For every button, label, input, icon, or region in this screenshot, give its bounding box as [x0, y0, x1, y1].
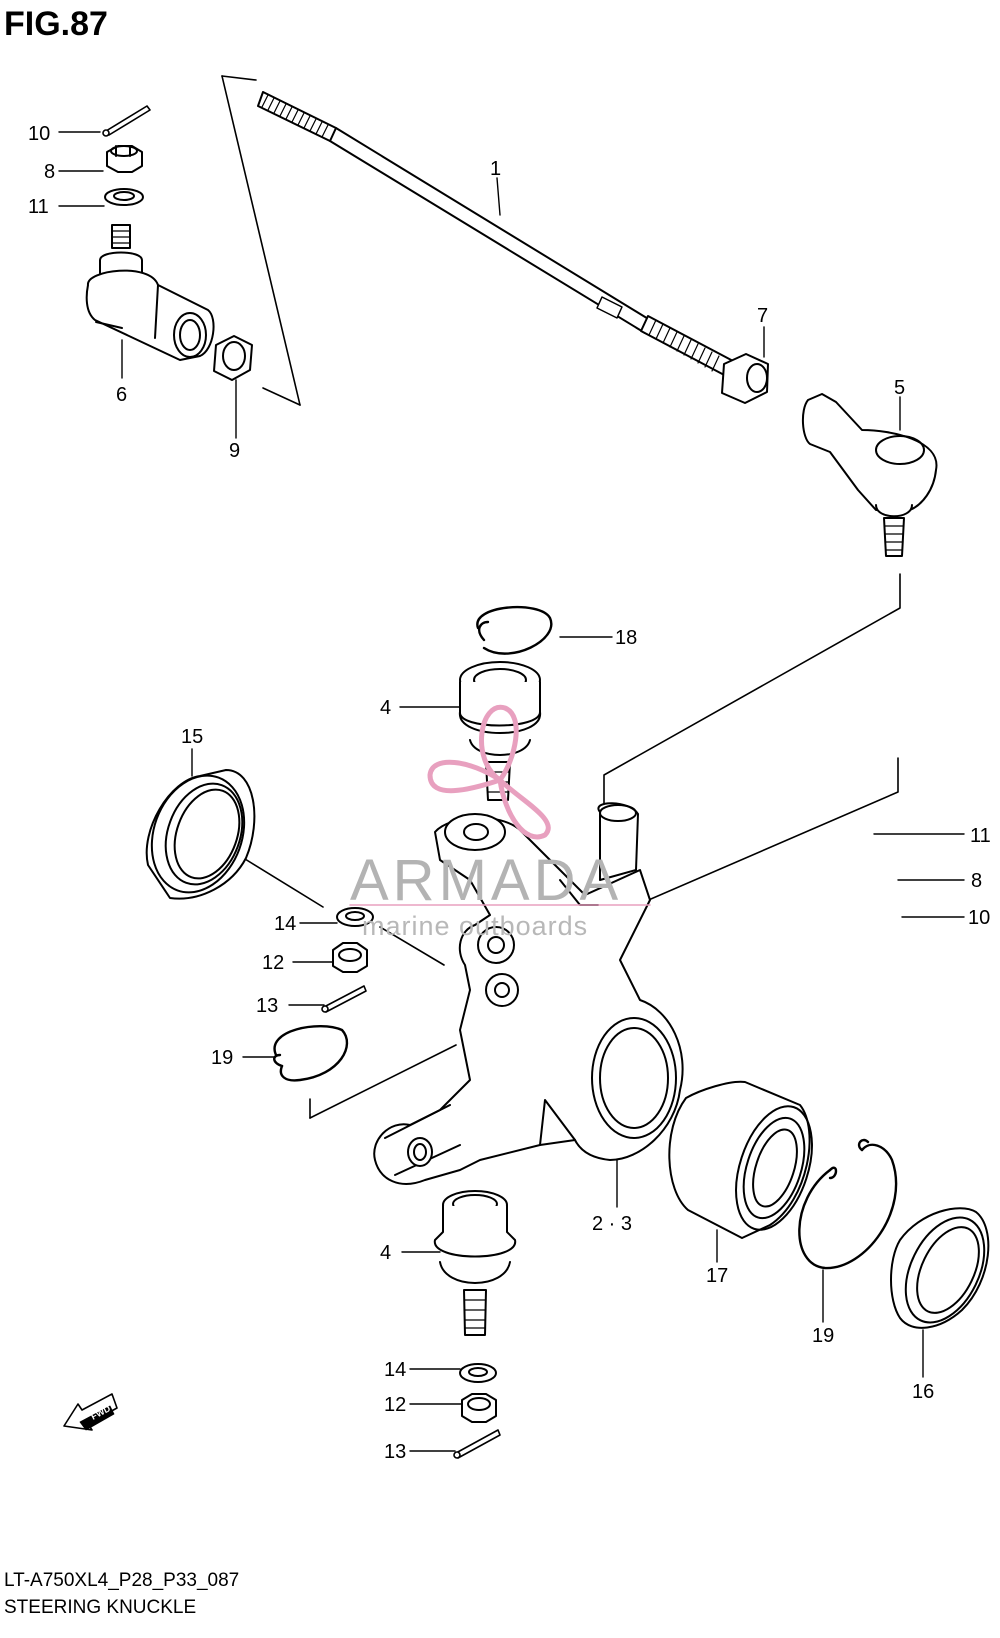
callout-8-left: 8: [44, 161, 55, 183]
fwd-arrow-icon: FWD: [63, 1393, 118, 1431]
jam-nut-right: [721, 353, 769, 404]
callout-1: 1: [490, 158, 501, 180]
callout-12-mid: 12: [262, 952, 284, 974]
tie-rod-end-left: [85, 224, 215, 361]
callout-19-left: 19: [211, 1047, 233, 1069]
steering-knuckle: [373, 802, 684, 1185]
ball-joint-bottom: [433, 1190, 517, 1336]
callout-13-mid: 13: [256, 995, 278, 1017]
callout-10-left: 10: [28, 123, 50, 145]
callout-6: 6: [116, 384, 127, 406]
callout-4-top: 4: [380, 697, 391, 719]
watermark-tagline: marine outboards: [362, 911, 588, 941]
callout-5: 5: [894, 377, 905, 399]
callout-8-right: 8: [971, 870, 982, 892]
snap-ring-left: [273, 1024, 349, 1082]
castle-nut-bottom: [461, 1393, 497, 1423]
callout-2-3: 2 · 3: [592, 1213, 632, 1235]
callout-11-right: 11: [970, 825, 991, 847]
castle-nut-left: [106, 145, 143, 173]
watermark: ARMADA marine outboards: [349, 704, 651, 941]
callout-labels: 1 10 8 11 6 9 7 5 18 4 15 11 8 10 14 12 …: [28, 123, 991, 1463]
callout-12-bottom: 12: [384, 1394, 406, 1416]
callout-7: 7: [757, 305, 768, 327]
callout-14-mid: 14: [274, 913, 296, 935]
wheel-bearing: [668, 1080, 813, 1239]
snap-ring-top: [476, 606, 553, 655]
snap-ring-right: [798, 1138, 898, 1270]
callout-9: 9: [229, 440, 240, 462]
tie-rod: [257, 91, 736, 378]
figure-name: STEERING KNUCKLE: [4, 1597, 197, 1618]
callout-15: 15: [181, 726, 203, 748]
model-code: LT-A750XL4_P28_P33_087: [4, 1570, 240, 1591]
cotter-pin-bottom: [453, 1429, 501, 1459]
watermark-brand: ARMADA: [350, 848, 622, 913]
callout-14-bottom: 14: [384, 1359, 406, 1381]
jam-nut-left: [213, 335, 253, 381]
washer-left: [104, 188, 144, 206]
callout-18: 18: [615, 627, 637, 649]
watermark-propeller-logo: [427, 704, 551, 840]
cotter-pin-mid: [321, 985, 367, 1013]
callout-4-bottom: 4: [380, 1242, 391, 1264]
oil-seal-right: [890, 1207, 990, 1329]
leader-lines: [58, 131, 965, 1452]
callout-17: 17: [706, 1265, 728, 1287]
washer-bottom: [459, 1363, 497, 1383]
callout-11-left: 11: [28, 196, 49, 218]
assembly-guide-lines: [221, 75, 901, 1119]
oil-seal-left: [145, 769, 256, 900]
figure-title: FIG.87: [4, 5, 108, 43]
callout-13-bottom: 13: [384, 1441, 406, 1463]
castle-nut-mid: [332, 942, 368, 973]
cotter-pin-left: [102, 105, 151, 137]
washer-mid: [336, 907, 374, 927]
tie-rod-end-right: [802, 393, 938, 557]
callout-19-right: 19: [812, 1325, 834, 1347]
callout-10-right: 10: [968, 907, 990, 929]
callout-16: 16: [912, 1381, 934, 1403]
